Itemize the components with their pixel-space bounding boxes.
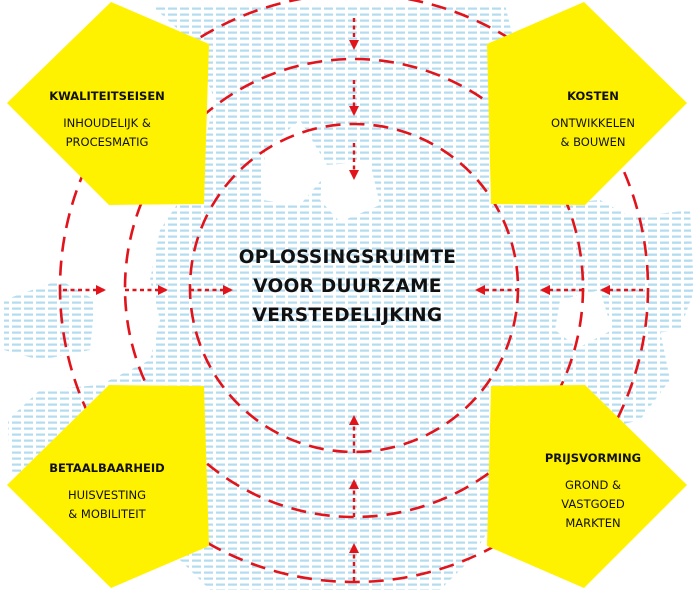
circle-inner <box>188 122 520 454</box>
map-shape-right <box>610 210 694 335</box>
label-bottom-right-line-1: GROND & <box>564 478 622 492</box>
pentagon-bottom-left <box>7 385 209 588</box>
pentagon-top-right <box>487 2 687 205</box>
map-gap-top <box>262 120 330 205</box>
label-bottom-left-line-2: & MOBILITEIT <box>68 507 146 521</box>
pentagon-bottom-right <box>487 385 687 588</box>
label-bottom-right-heading: PRIJSVORMING <box>544 451 642 465</box>
corner-shapes <box>7 2 687 588</box>
label-bottom-right-line-2: VASTGOED <box>561 497 625 511</box>
label-top-right-line-2: & BOUWEN <box>560 135 626 149</box>
label-bottom-right: PRIJSVORMING GROND & VASTGOED MARKTEN <box>513 451 673 533</box>
label-bottom-left: BETAALBAARHEID HUISVESTING & MOBILITEIT <box>27 461 187 524</box>
label-bottom-right-line-3: MARKTEN <box>565 516 621 530</box>
circle-outer <box>58 0 650 584</box>
center-title: OPLOSSINGSRUIMTE VOOR DUURZAME VERSTEDEL… <box>210 243 485 330</box>
pentagon-top-left <box>7 2 209 205</box>
label-bottom-left-line-1: HUISVESTING <box>67 488 147 502</box>
map-gap-center <box>320 162 380 222</box>
map-shape-left <box>4 280 95 360</box>
map-gap-right <box>555 290 612 348</box>
label-top-right: KOSTEN ONTWIKKELEN & BOUWEN <box>513 89 673 152</box>
label-top-left-line-1: INHOUDELIJK & <box>63 116 151 130</box>
circle-middle <box>123 57 585 519</box>
label-top-right-line-1: ONTWIKKELEN <box>550 116 636 130</box>
center-title-line-2: VOOR DUURZAME <box>253 276 442 297</box>
label-bottom-left-heading: BETAALBAARHEID <box>49 461 165 475</box>
center-title-line-1: OPLOSSINGSRUIMTE <box>238 247 457 268</box>
label-top-left: KWALITEITSEISEN INHOUDELIJK & PROCESMATI… <box>27 89 187 152</box>
label-top-right-heading: KOSTEN <box>567 89 619 103</box>
inward-arrows <box>63 18 643 581</box>
center-title-line-3: VERSTEDELIJKING <box>252 305 443 326</box>
label-top-left-heading: KWALITEITSEISEN <box>49 89 165 103</box>
concentric-circles <box>58 0 650 584</box>
label-top-left-line-2: PROCESMATIG <box>65 135 149 149</box>
